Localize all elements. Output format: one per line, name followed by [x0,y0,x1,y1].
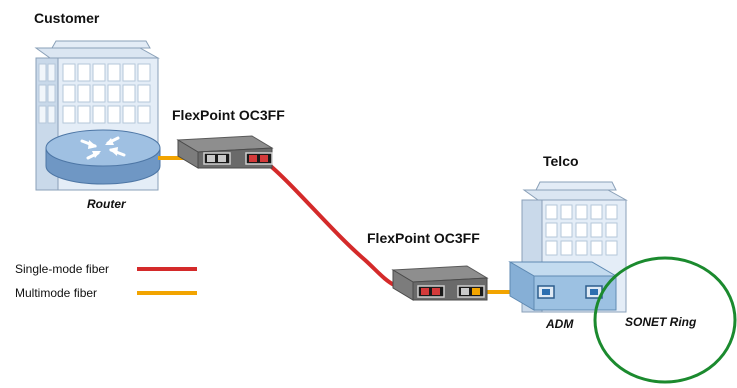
sonet-ring-label: SONET Ring [625,315,697,329]
building-window [107,63,121,82]
building-window [575,222,588,238]
building-window [77,105,91,124]
building-window [122,105,136,124]
building-window [560,204,573,220]
router-label: Router [87,197,127,211]
building-window [137,63,151,82]
building-window [62,84,76,103]
building-window [137,105,151,124]
building-window [590,240,603,256]
building-window [590,222,603,238]
building-window [38,105,47,124]
add-drop-multiplexer-icon [508,261,618,311]
building-window [560,222,573,238]
building-window [92,84,106,103]
building-window [92,63,106,82]
building-window [575,240,588,256]
telco-label: Telco [543,153,579,169]
building-window [590,204,603,220]
building-window [122,84,136,103]
router-icon [45,129,161,185]
building-window [605,240,618,256]
building-window [77,63,91,82]
building-window [62,63,76,82]
building-window [107,105,121,124]
legend: Single-mode fiber Multimode fiber [15,262,197,300]
building-window [38,63,47,82]
legend-label-multimode: Multimode fiber [15,286,97,300]
building-window [122,63,136,82]
building-window [575,204,588,220]
building-window [560,240,573,256]
media-converter-icon [391,265,489,301]
building-window [38,84,47,103]
building-window [107,84,121,103]
flexpoint-top-label: FlexPoint OC3FF [172,107,285,123]
legend-label-single-mode: Single-mode fiber [15,262,109,276]
building-window [77,84,91,103]
building-window [92,105,106,124]
building-window [545,240,558,256]
building-window [605,204,618,220]
sonet-ring [593,256,737,384]
building-window [137,84,151,103]
adm-label: ADM [545,317,574,331]
building-window [545,204,558,220]
building-window [62,105,76,124]
media-converter-icon [176,135,274,169]
flexpoint-bottom-label: FlexPoint OC3FF [367,230,480,246]
building-window [605,222,618,238]
customer-label: Customer [34,10,100,26]
building-window [47,84,56,103]
building-window [47,63,56,82]
building-window [47,105,56,124]
building-window [545,222,558,238]
